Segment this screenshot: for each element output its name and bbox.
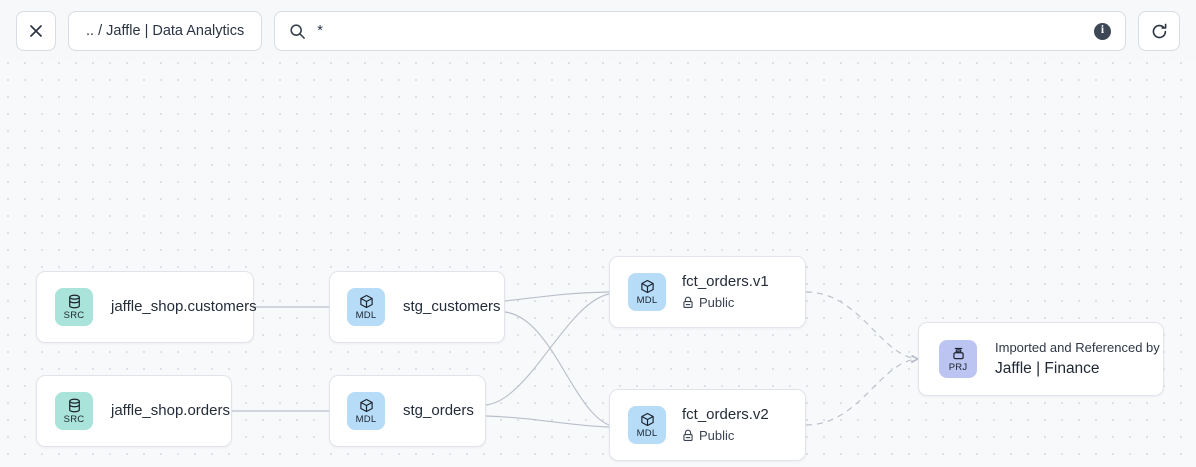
cube-icon: [359, 398, 374, 413]
cube-icon: [359, 294, 374, 309]
node-body: fct_orders.v1 Public: [682, 273, 769, 310]
node-title: fct_orders.v2: [682, 406, 769, 424]
cube-icon: [640, 412, 655, 427]
breadcrumb-label: .. / Jaffle | Data Analytics: [86, 23, 245, 39]
cube-icon: [640, 279, 655, 294]
node-kind-label: MDL: [636, 428, 658, 440]
node-access-label: Public: [699, 428, 735, 444]
node-src-customers[interactable]: SRC jaffle_shop.customers: [36, 271, 257, 343]
node-body: jaffle_shop.orders: [111, 402, 230, 421]
node-src-orders[interactable]: SRC jaffle_shop.orders: [36, 375, 232, 447]
refresh-icon: [1152, 23, 1166, 38]
node-body: jaffle_shop.customers: [111, 297, 257, 317]
node-body: Imported and Referenced by Jaffle | Fina…: [995, 340, 1160, 379]
node-kind-badge-mdl: MDL: [628, 273, 666, 311]
project-icon: [951, 346, 966, 361]
node-body: stg_orders: [403, 402, 474, 421]
node-kind-badge-prj: PRJ: [939, 340, 977, 378]
node-title: fct_orders.v1: [682, 273, 769, 291]
lock-icon: [682, 429, 694, 442]
node-body: fct_orders.v2 Public: [682, 406, 769, 443]
close-button[interactable]: [16, 11, 56, 51]
search-input[interactable]: [317, 23, 1083, 39]
lock-icon: [682, 296, 694, 309]
node-title: jaffle_shop.customers: [111, 297, 257, 315]
node-kind-label: MDL: [355, 310, 377, 322]
edge-fct-v1-to-prj: [805, 291, 918, 359]
database-icon: [67, 294, 82, 309]
node-kind-badge-src: SRC: [55, 288, 93, 326]
edge-stg-customers-to-fct-v1: [504, 291, 610, 302]
node-kind-badge-mdl: MDL: [347, 288, 385, 326]
toolbar: .. / Jaffle | Data Analytics i: [0, 0, 1196, 62]
refresh-button[interactable]: [1138, 11, 1180, 51]
node-title: Jaffle | Finance: [995, 359, 1100, 377]
node-body: stg_customers: [403, 298, 501, 317]
node-kind-label: SRC: [63, 414, 85, 426]
node-prj-finance[interactable]: PRJ Imported and Referenced by Jaffle | …: [918, 322, 1164, 396]
node-kind-badge-mdl: MDL: [628, 406, 666, 444]
node-kind-badge-src: SRC: [55, 392, 93, 430]
node-kind-label: PRJ: [948, 362, 968, 374]
node-access: Public: [682, 428, 769, 444]
node-title: stg_customers: [403, 297, 501, 315]
close-icon: [30, 25, 42, 37]
node-kind-label: MDL: [355, 414, 377, 426]
search-field[interactable]: i: [274, 11, 1126, 51]
graph-canvas[interactable]: SRC jaffle_shop.customers SRC jaffle_sh: [0, 62, 1196, 467]
node-stg-orders[interactable]: MDL stg_orders: [329, 375, 486, 447]
node-kind-label: MDL: [636, 295, 658, 307]
node-access-label: Public: [699, 295, 735, 311]
node-title: stg_orders: [403, 401, 474, 419]
database-icon: [67, 398, 82, 413]
node-fct-orders-v1[interactable]: MDL fct_orders.v1 Public: [609, 256, 806, 328]
breadcrumb[interactable]: .. / Jaffle | Data Analytics: [68, 11, 263, 51]
node-access: Public: [682, 295, 769, 311]
edge-stg-customers-to-fct-v2: [504, 311, 610, 426]
node-title: jaffle_shop.orders: [111, 401, 230, 419]
edge-stg-orders-to-fct-v2: [485, 415, 610, 428]
node-stg-customers[interactable]: MDL stg_customers: [329, 271, 505, 343]
node-fct-orders-v2[interactable]: MDL fct_orders.v2 Public: [609, 389, 806, 461]
search-icon: [290, 23, 306, 39]
edge-fct-v2-to-prj: [805, 359, 918, 426]
info-icon-glyph: i: [1100, 24, 1105, 37]
node-kind-label: SRC: [63, 310, 85, 322]
info-icon[interactable]: i: [1094, 22, 1111, 40]
node-kicker: Imported and Referenced by: [995, 339, 1160, 355]
node-kind-badge-mdl: MDL: [347, 392, 385, 430]
